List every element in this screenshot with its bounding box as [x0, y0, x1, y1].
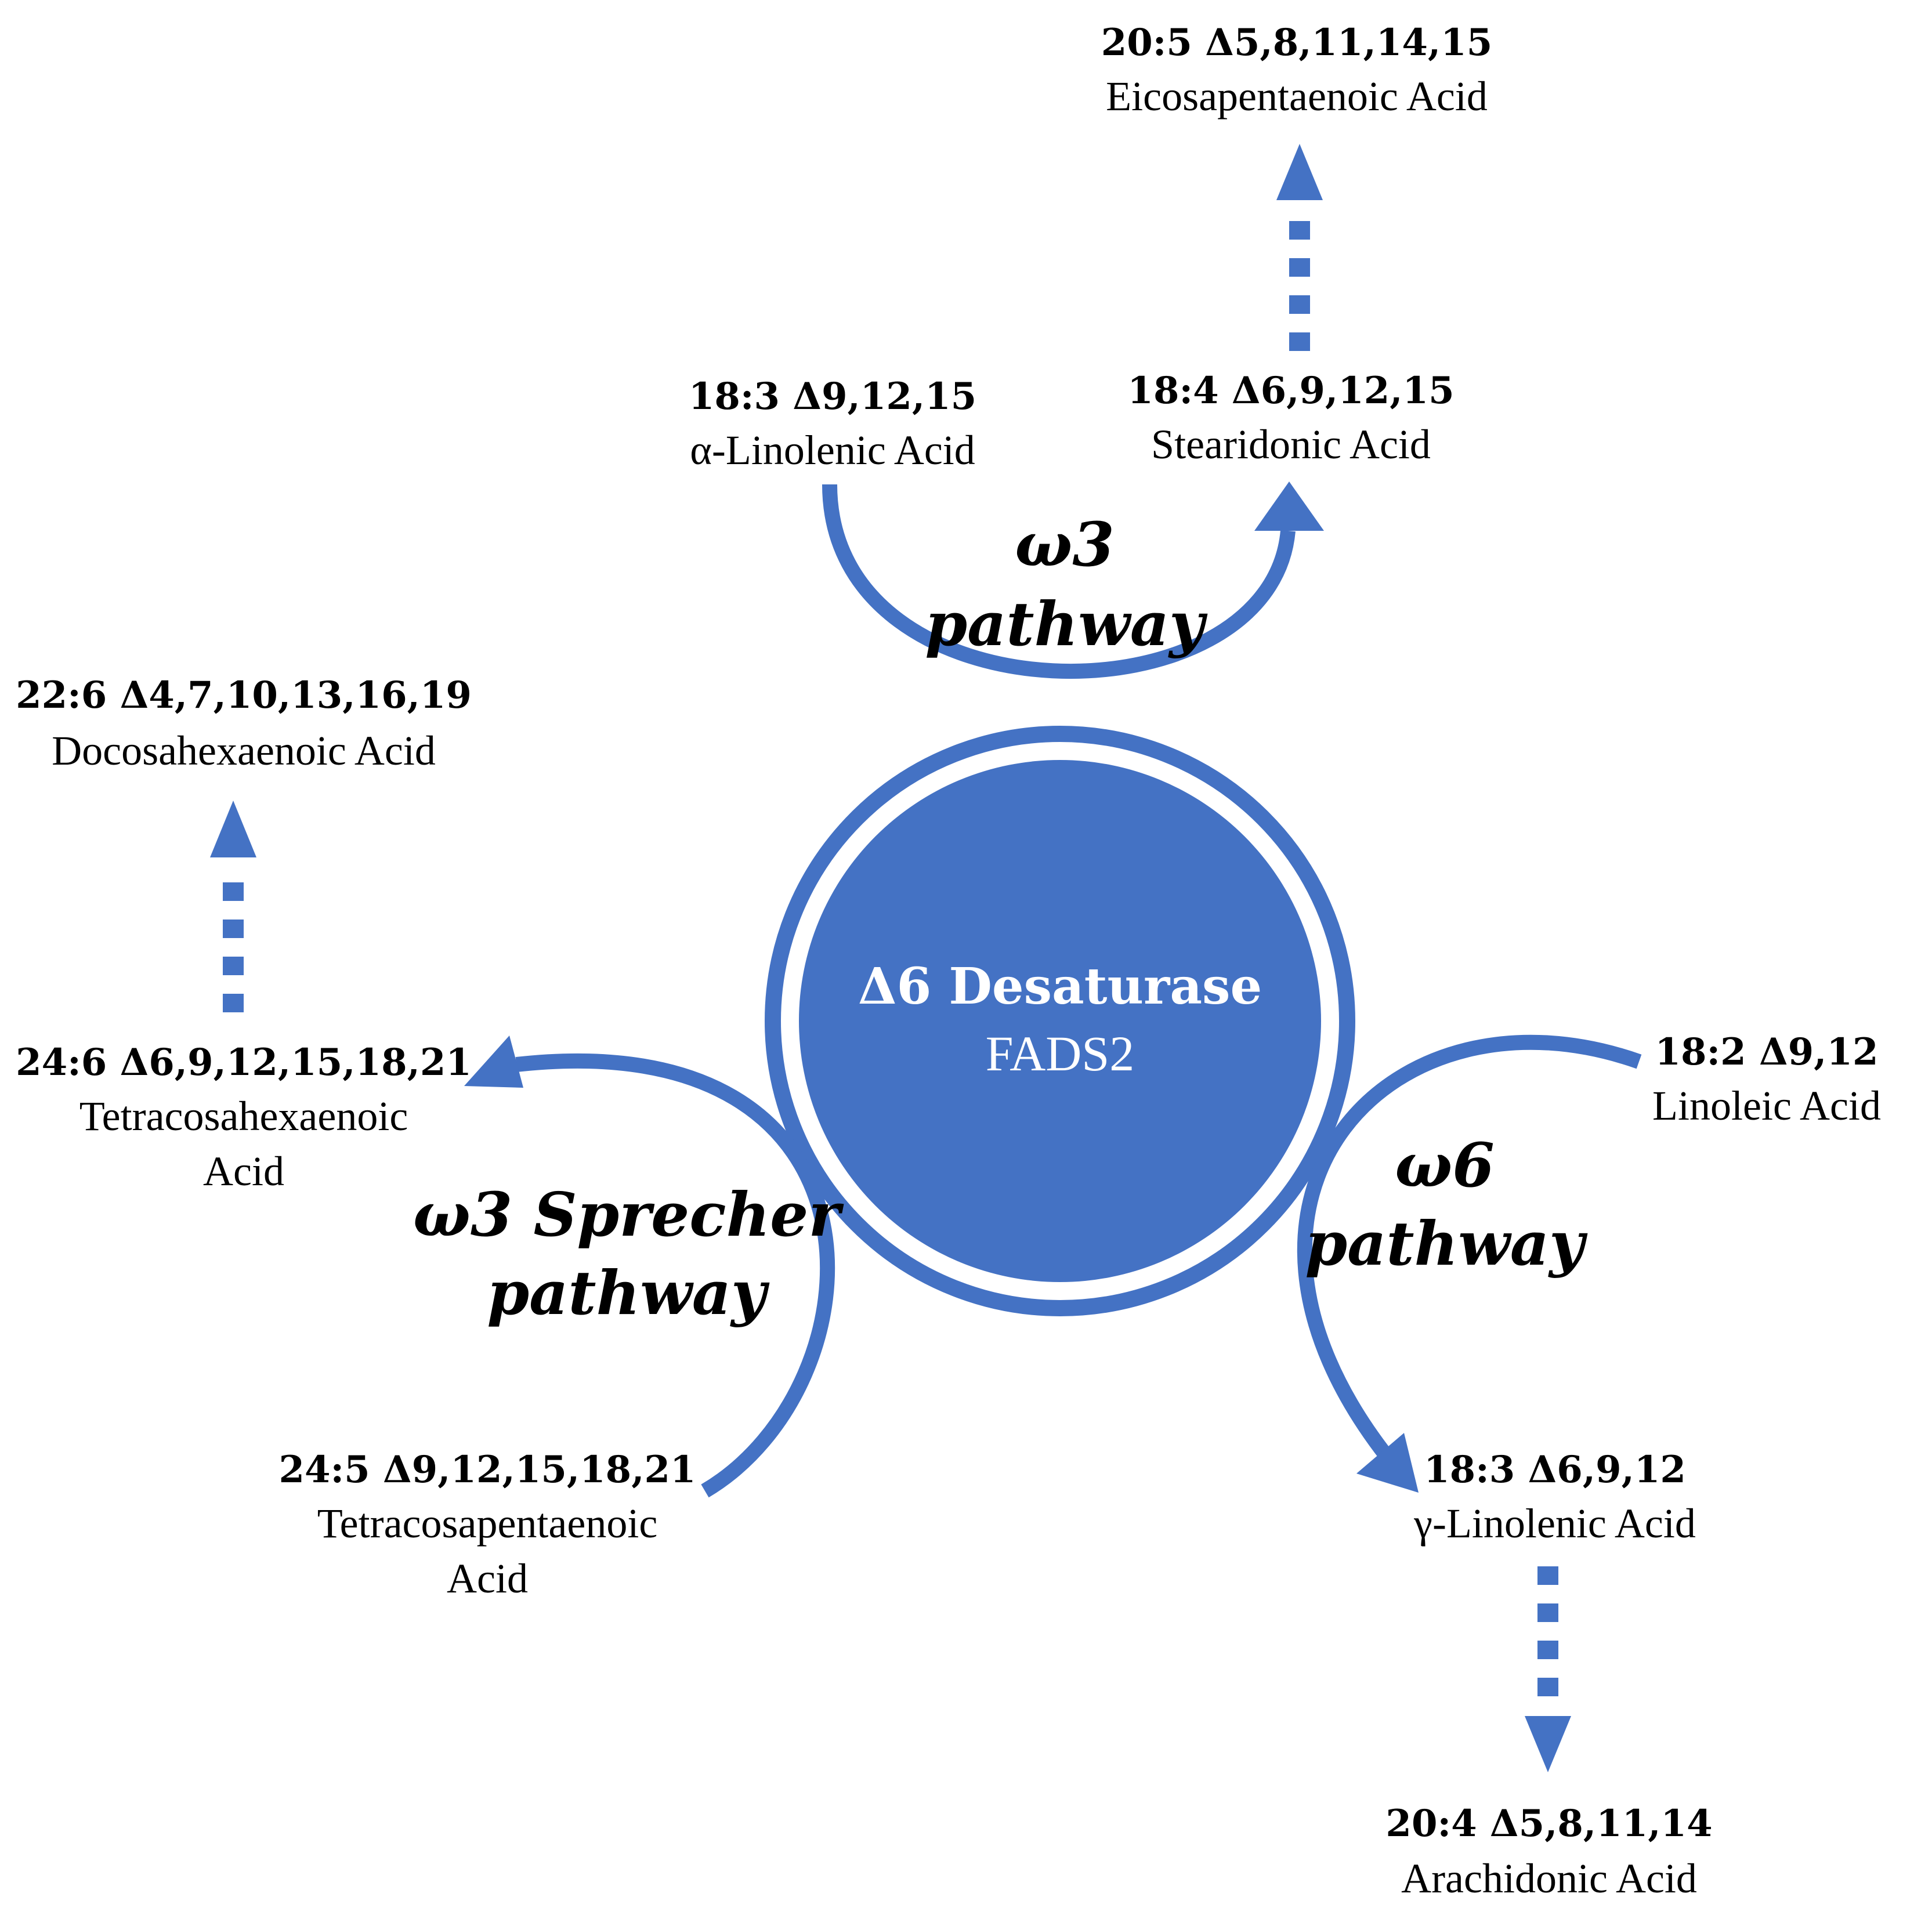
enzyme-subtitle: FADS2 — [986, 1026, 1135, 1081]
compound-name: Docosahexaenoic Acid — [52, 727, 436, 774]
enzyme-core — [799, 760, 1321, 1282]
compound-name: Arachidonic Acid — [1401, 1855, 1697, 1902]
omega6-pathway-arrow — [1297, 1034, 1642, 1493]
enzyme-outer-ring — [765, 726, 1355, 1316]
enzyme-node: Δ6 Desaturase FADS2 — [765, 726, 1355, 1316]
sprecher-pathway-label: ω3 Sprecher pathway — [413, 1179, 844, 1328]
omega3-pathway-label: ω3 pathway — [925, 509, 1208, 660]
compound-ala: 18:3 Δ9,12,15 α-Linolenic Acid — [689, 375, 976, 473]
omega3-arc — [822, 484, 1296, 679]
compound-formula: 24:6 Δ6,9,12,15,18,21 — [16, 1041, 472, 1084]
compound-formula: 20:5 Δ5,8,11,14,15 — [1101, 21, 1493, 64]
compound-la: 18:2 Δ9,12 Linoleic Acid — [1652, 1030, 1881, 1129]
omega6-arc — [1297, 1034, 1642, 1461]
compound-name-line1: Tetracosahexaenoic — [79, 1093, 408, 1139]
compound-formula: 18:3 Δ6,9,12 — [1424, 1448, 1686, 1492]
tha-to-dha-arrowhead — [210, 801, 256, 857]
compound-name-line2: Acid — [203, 1148, 284, 1194]
compound-dha: 22:6 Δ4,7,10,13,16,19 Docosahexaenoic Ac… — [16, 674, 472, 774]
omega3-arrowhead — [1254, 482, 1324, 531]
compound-gla: 18:3 Δ6,9,12 γ-Linolenic Acid — [1413, 1448, 1696, 1547]
enzyme-title: Δ6 Desaturase — [858, 957, 1262, 1016]
compound-formula: 24:5 Δ9,12,15,18,21 — [278, 1448, 696, 1492]
compound-name: Eicosapentaenoic Acid — [1106, 73, 1488, 120]
compound-sda: 18:4 Δ6,9,12,15 Stearidonic Acid — [1127, 369, 1454, 468]
compound-name: Linoleic Acid — [1652, 1083, 1881, 1129]
compound-name: Stearidonic Acid — [1151, 421, 1431, 468]
tha-to-dha-dashed-arrow — [210, 801, 256, 1012]
omega3-pathway-arrow — [822, 482, 1324, 679]
compound-tpa: 24:5 Δ9,12,15,18,21 Tetracosapentaenoic … — [278, 1448, 696, 1602]
omega6-pathway-line1: ω6 — [1395, 1130, 1494, 1201]
omega6-pathway-label: ω6 pathway — [1305, 1130, 1588, 1279]
sprecher-pathway-arrow — [464, 1036, 835, 1498]
sda-to-epa-arrowhead — [1276, 144, 1323, 200]
compound-tha: 24:6 Δ6,9,12,15,18,21 Tetracosahexaenoic… — [16, 1041, 472, 1194]
omega3-pathway-line1: ω3 — [1015, 509, 1114, 580]
compound-name-line2: Acid — [447, 1555, 528, 1602]
compound-name-line1: Tetracosapentaenoic — [317, 1500, 658, 1547]
compound-epa: 20:5 Δ5,8,11,14,15 Eicosapentaenoic Acid — [1101, 21, 1493, 120]
omega3-pathway-line2: pathway — [925, 588, 1208, 660]
compound-name: γ-Linolenic Acid — [1413, 1500, 1696, 1547]
gla-to-aa-dashed-arrow — [1525, 1566, 1571, 1772]
sprecher-arc — [515, 1053, 835, 1498]
compound-aa: 20:4 Δ5,8,11,14 Arachidonic Acid — [1385, 1802, 1712, 1902]
compound-formula: 20:4 Δ5,8,11,14 — [1385, 1802, 1712, 1845]
sprecher-arrowhead — [464, 1036, 523, 1088]
sprecher-pathway-line1: ω3 Sprecher — [413, 1179, 844, 1250]
compound-formula: 18:2 Δ9,12 — [1655, 1030, 1878, 1074]
compound-formula: 18:4 Δ6,9,12,15 — [1127, 369, 1454, 412]
compound-name: α-Linolenic Acid — [690, 427, 975, 473]
omega6-arrowhead — [1356, 1433, 1419, 1493]
compound-formula: 18:3 Δ9,12,15 — [689, 375, 976, 418]
sprecher-pathway-line2: pathway — [487, 1257, 770, 1328]
omega6-pathway-line2: pathway — [1305, 1208, 1588, 1279]
gla-to-aa-arrowhead — [1525, 1716, 1571, 1772]
compound-formula: 22:6 Δ4,7,10,13,16,19 — [16, 674, 472, 717]
sda-to-epa-dashed-arrow — [1276, 144, 1323, 351]
